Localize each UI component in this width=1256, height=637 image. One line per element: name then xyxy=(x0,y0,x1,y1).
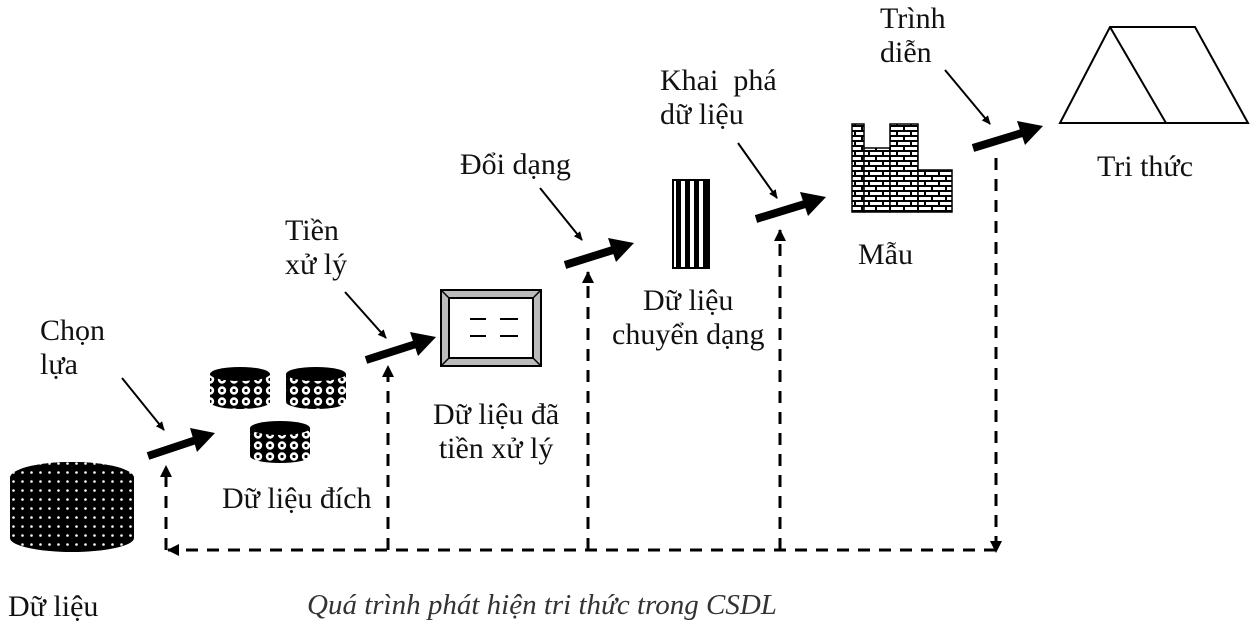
arrow-selection xyxy=(146,428,215,460)
arrow-data-mining xyxy=(754,192,826,223)
step-label-line: Tiền xyxy=(285,214,339,247)
stage-label-patterns: Mẫu xyxy=(858,238,913,271)
step-label-line: xử lý xyxy=(285,248,348,281)
stage-label-knowledge: Tri thức xyxy=(1097,150,1194,183)
step-label-line: Khai phá xyxy=(660,64,777,97)
process-arrows xyxy=(146,121,1043,460)
arrow-transformation xyxy=(563,238,634,269)
stage-label-line: chuyển dạng xyxy=(612,318,765,351)
stage-label-data: Dữ liệu xyxy=(8,590,99,623)
step-label-line: Đổi dạng xyxy=(460,148,571,181)
target-data-icon xyxy=(210,367,346,463)
diagram-caption: Quá trình phát hiện tri thức trong CSDL xyxy=(307,589,777,621)
step-label-line: lựa xyxy=(40,348,78,381)
step-label-line: diễn xyxy=(880,36,932,69)
label-pointers xyxy=(121,69,991,431)
step-label-data-mining: Khai phá dữ liệu xyxy=(660,64,777,132)
step-label-line: Trình xyxy=(880,2,946,35)
patterns-icon xyxy=(851,123,953,213)
knowledge-icon xyxy=(1058,26,1250,124)
stage-label-target-data: Dữ liệu đích xyxy=(222,482,372,515)
stage-label-line: tiền xử lý xyxy=(438,432,554,465)
step-label-line: Chọn xyxy=(40,314,106,347)
transformed-data-icon xyxy=(672,179,710,269)
stage-label-preprocessed-data: Dữ liệu đã tiền xử lý xyxy=(433,398,559,466)
arrow-presentation xyxy=(971,121,1043,152)
preprocessed-data-icon xyxy=(440,289,542,367)
step-label-line: dữ liệu xyxy=(660,98,744,131)
step-label-presentation: Trình diễn xyxy=(880,2,946,70)
arrow-preprocessing xyxy=(364,332,436,364)
stage-label-transformed-data: Dữ liệu chuyển dạng xyxy=(612,284,764,352)
database-icon xyxy=(10,462,134,552)
step-label-selection: Chọn lựa xyxy=(40,314,105,382)
feedback-lines xyxy=(160,158,1002,556)
step-label-preprocessing: Tiền xử lý xyxy=(285,214,347,282)
stage-label-line: Dữ liệu đã xyxy=(433,398,560,431)
stage-label-line: Dữ liệu xyxy=(643,284,734,317)
step-label-transformation: Đổi dạng xyxy=(460,148,571,182)
